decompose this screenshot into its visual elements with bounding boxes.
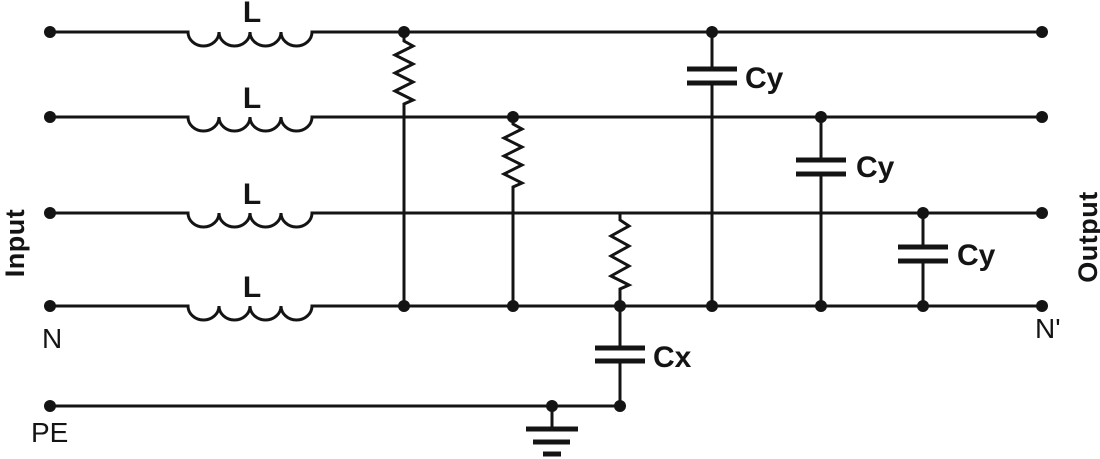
junction-dot <box>917 207 929 219</box>
capacitor-cy-1-label: Cy <box>745 62 784 95</box>
resistor-1 <box>391 30 417 308</box>
input-label: Input <box>0 209 30 277</box>
terminal-dot <box>1036 26 1048 38</box>
terminal-dot <box>1036 300 1048 312</box>
junction-dot <box>815 111 827 123</box>
inductor-label-1: L <box>243 0 261 29</box>
junction-dot <box>546 400 558 412</box>
terminal-dot <box>44 300 56 312</box>
terminal-dot <box>44 400 56 412</box>
capacitor-cy-2-label: Cy <box>856 151 895 184</box>
junction-dot <box>815 300 827 312</box>
capacitor-cx <box>595 304 645 408</box>
junction-dot <box>614 300 626 312</box>
wire-phase-1 <box>48 30 1044 48</box>
terminal-dot <box>44 207 56 219</box>
terminal-dot <box>1036 111 1048 123</box>
capacitor-cy-2 <box>796 115 846 308</box>
neutral-in-label: N <box>42 323 62 354</box>
inductor-label-3: L <box>243 178 261 211</box>
junction-dot <box>398 26 410 38</box>
junction-dot <box>917 300 929 312</box>
wire-phase-2 <box>48 115 1044 133</box>
junction-dot <box>706 26 718 38</box>
inductor-label-2: L <box>243 82 261 115</box>
terminal-dot <box>44 111 56 123</box>
junction-dot <box>614 400 626 412</box>
pe-label: PE <box>31 417 68 448</box>
terminal-dot <box>44 26 56 38</box>
output-label: Output <box>1073 191 1100 282</box>
junction-dot <box>706 300 718 312</box>
neutral-out-label: N' <box>1035 313 1061 344</box>
resistor-2 <box>500 115 526 308</box>
junction-dots <box>44 26 1048 412</box>
earth-ground-symbol <box>526 404 578 457</box>
inductor-label-4: L <box>243 271 261 304</box>
wire-phase-3 <box>48 211 1044 229</box>
junction-dot <box>507 111 519 123</box>
capacitor-cy-3 <box>898 211 948 308</box>
capacitor-cy-3-label: Cy <box>957 239 996 272</box>
junction-dot <box>507 300 519 312</box>
capacitor-cx-label: Cx <box>653 341 692 374</box>
junction-dot <box>398 300 410 312</box>
terminal-dot <box>1036 207 1048 219</box>
capacitor-cy-1 <box>687 30 737 308</box>
resistor-3 <box>607 211 633 308</box>
wire-neutral <box>48 304 1044 322</box>
